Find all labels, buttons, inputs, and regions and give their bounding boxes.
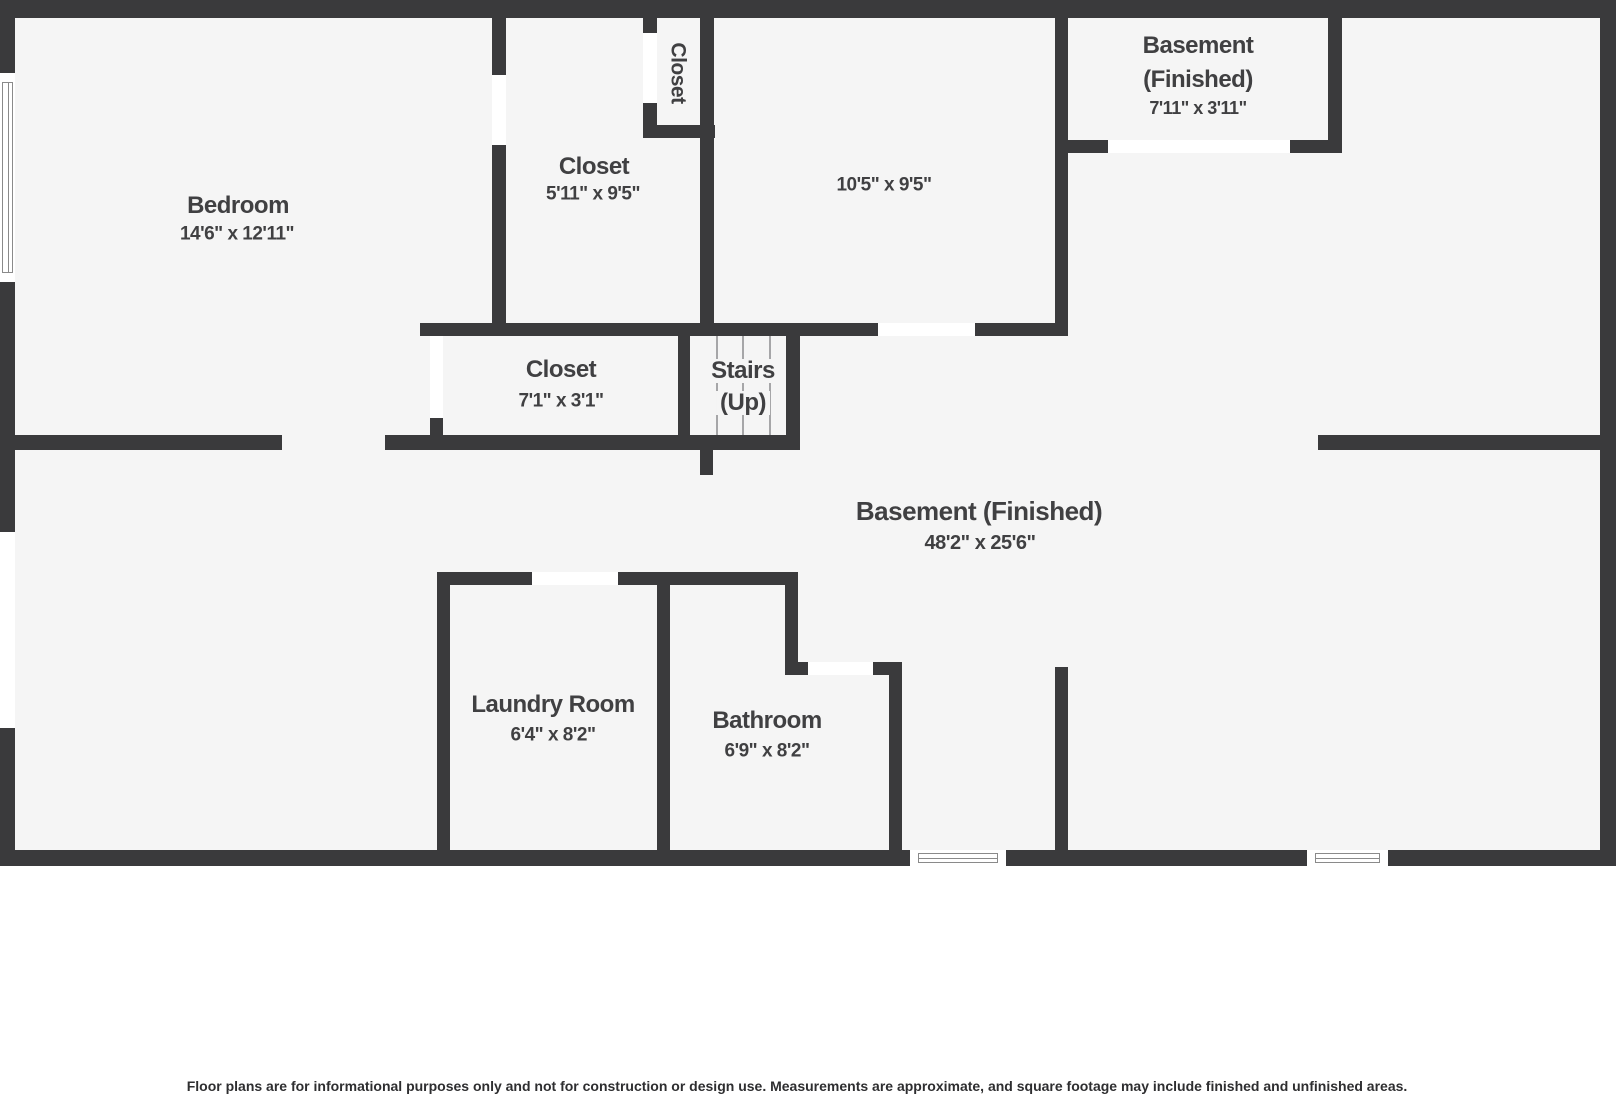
wall-outer-bottom (0, 850, 1616, 866)
wall-closet-stairs-divider (678, 336, 690, 435)
laundry-label: Laundry Room (471, 691, 635, 718)
wall-closet-stairs-bottom (385, 435, 800, 450)
closet-small-label: Closet (666, 42, 690, 104)
wall-closet-openarea (700, 18, 714, 336)
basement-window-left (910, 850, 1006, 866)
stair-tread (742, 336, 744, 435)
wall-bedroom-closet (492, 18, 506, 336)
wall-outer-right (1600, 18, 1616, 866)
door-opening-bathroom (808, 662, 873, 675)
basement-small-label-line2: (Finished) (1143, 66, 1253, 93)
wall-basement-partial (1055, 667, 1068, 866)
window-glass-line (918, 858, 998, 859)
laundry-dims: 6'4" x 8'2" (510, 724, 596, 746)
wall-mid-horizontal-right (975, 323, 1068, 336)
stair-tread (716, 336, 718, 435)
door-opening-bedroom-closet (492, 75, 506, 145)
basement-small-dims: 7'11" x 3'11" (1149, 98, 1247, 118)
window-glass-line (7, 82, 9, 273)
wall-bedroom-bottom (0, 435, 282, 450)
closet-mid-dims: 7'1" x 3'1" (518, 390, 604, 412)
door-opening-hall (878, 323, 975, 336)
wall-mid-horizontal-left (420, 323, 878, 336)
window-glass-line (1315, 858, 1380, 859)
stair-tread (769, 336, 771, 435)
door-opening-small-closet (643, 33, 657, 103)
wall-basement-small-left (1055, 18, 1068, 336)
bathroom-label: Bathroom (712, 707, 822, 734)
opening-basement-small (1108, 140, 1290, 153)
wall-laundry-bath-divider (657, 572, 670, 866)
basement-main-label: Basement (Finished) (855, 496, 1103, 526)
closet-mid-label: Closet (525, 356, 597, 383)
wall-bath-right-lower (889, 662, 902, 866)
bedroom-window (0, 73, 15, 282)
floor-area (0, 0, 1616, 866)
wall-laundry-left (437, 572, 450, 866)
opening-laundry-window (532, 572, 618, 585)
stairs-label-line1: Stairs (707, 359, 779, 383)
basement-window-right (1307, 850, 1388, 866)
wall-stairs-stub (700, 450, 713, 475)
disclaimer-text: Floor plans are for informational purpos… (186, 1078, 1408, 1094)
wall-stairs-right (786, 336, 800, 450)
bathroom-dims: 6'9" x 8'2" (724, 740, 810, 762)
opening-left-wall (0, 532, 15, 728)
bedroom-dims: 14'6" x 12'11" (179, 223, 295, 245)
closet-upper-label: Closet (558, 153, 630, 180)
basement-main-dims: 48'2" x 25'6" (924, 532, 1036, 554)
wall-outer-top (0, 0, 1616, 18)
door-opening-closet-mid (430, 336, 443, 418)
stairs-label-line2: (Up) (716, 391, 770, 415)
basement-small-label-line1: Basement (1142, 32, 1254, 59)
wall-mid-right (1318, 435, 1600, 450)
closet-upper-dims: 5'11" x 9'5" (546, 183, 640, 205)
wall-basement-small-right (1328, 18, 1342, 153)
open-area-dims: 10'5" x 9'5" (836, 174, 932, 196)
wall-small-closet-bottom (643, 125, 715, 138)
wall-bath-right-upper (785, 585, 798, 662)
bedroom-label: Bedroom (187, 192, 289, 219)
